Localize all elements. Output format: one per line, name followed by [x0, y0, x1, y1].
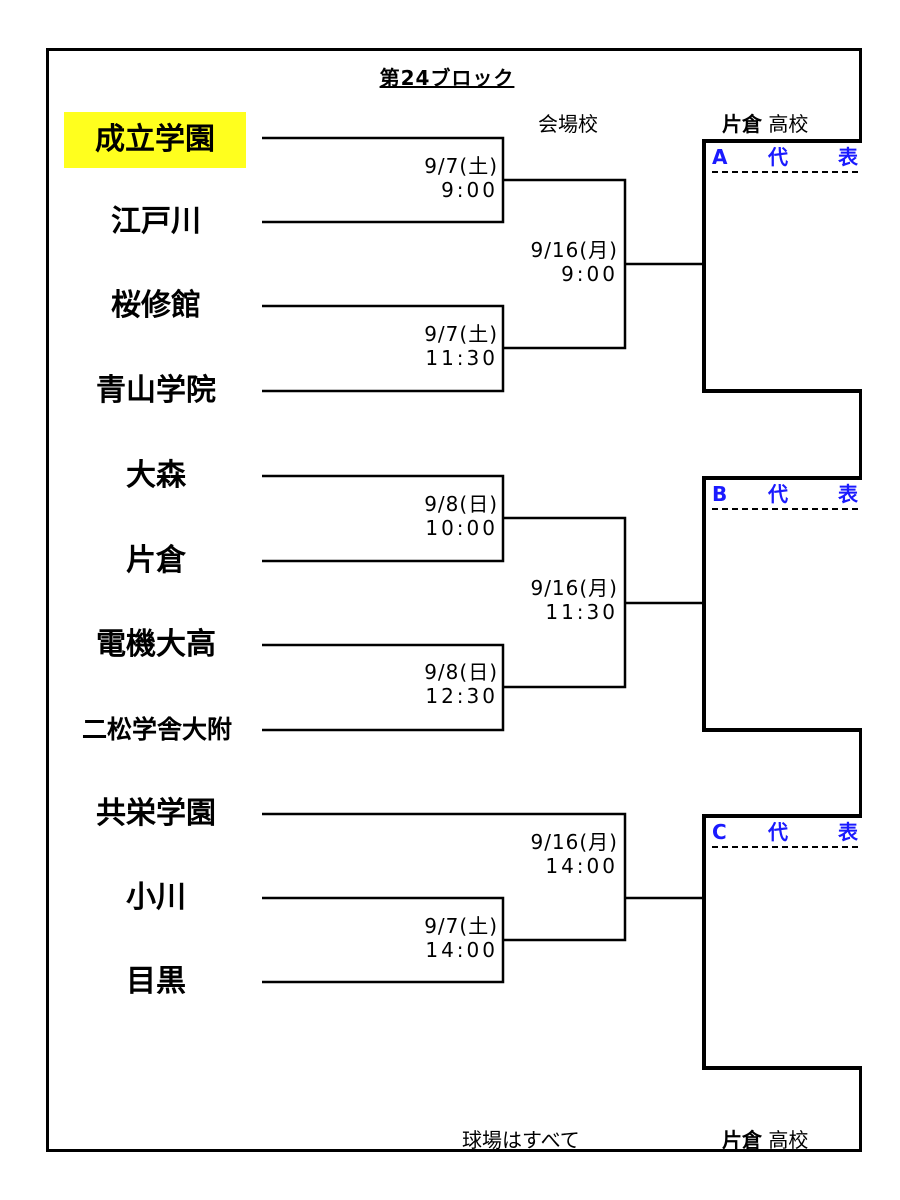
representative-letter: A	[712, 145, 728, 169]
match-date: 9/7(土)	[424, 154, 498, 178]
team-name: 青山学院	[96, 373, 216, 408]
team-name: 江戸川	[111, 204, 201, 239]
match-label: 9/8(日) 12:30	[398, 660, 498, 708]
team-name: 共栄学園	[96, 796, 216, 831]
representative-word: 表	[838, 820, 858, 844]
team-name: 大森	[126, 458, 186, 493]
footer-school-name: 片倉	[722, 1128, 762, 1152]
match-date: 9/16(月)	[530, 830, 618, 854]
match-time: 14:00	[425, 938, 498, 962]
venue-school-name: 片倉	[722, 112, 762, 136]
representative-letter: B	[712, 482, 728, 506]
match-label: 9/7(土) 14:00	[398, 914, 498, 962]
match-time: 12:30	[425, 684, 498, 708]
footer-school-suffix: 高校	[768, 1128, 809, 1152]
match-date: 9/7(土)	[424, 914, 498, 938]
representative-box-a: A 代 表	[702, 139, 862, 393]
team-name: 片倉	[126, 543, 186, 578]
match-label: 9/7(土) 11:30	[398, 322, 498, 370]
match-date: 9/16(月)	[530, 238, 618, 262]
match-time: 9:00	[441, 178, 498, 202]
team-name: 目黒	[126, 964, 186, 999]
representative-word: 代	[768, 820, 788, 844]
representative-word: 代	[768, 145, 788, 169]
representative-header: A 代 表	[712, 143, 858, 173]
representative-box-c: C 代 表	[702, 814, 862, 1070]
team-name: 桜修館	[111, 288, 201, 323]
team-name: 電機大高	[96, 627, 216, 662]
representative-header: B 代 表	[712, 480, 858, 510]
representative-word: 表	[838, 145, 858, 169]
match-label: 9/16(月) 9:00	[518, 238, 618, 286]
bracket-line-8	[262, 812, 627, 942]
match-time: 14:00	[545, 854, 618, 878]
venue-school-suffix: 高校	[768, 112, 809, 136]
match-date: 9/8(日)	[424, 660, 498, 684]
match-label: 9/16(月) 11:30	[518, 576, 618, 624]
block-title: 第24ブロック	[379, 66, 515, 90]
match-date: 9/8(日)	[424, 492, 498, 516]
representative-box-b: B 代 表	[702, 476, 862, 732]
match-label: 9/8(日) 10:00	[398, 492, 498, 540]
match-label: 9/16(月) 14:00	[518, 830, 618, 878]
representative-word: 代	[768, 482, 788, 506]
match-time: 10:00	[425, 516, 498, 540]
team-name: 小川	[126, 880, 186, 915]
venue-label: 会場校	[538, 112, 598, 136]
team-name: 二松学舎大附	[81, 715, 232, 744]
footer-school: 片倉 高校	[722, 1124, 808, 1153]
match-date: 9/16(月)	[530, 576, 618, 600]
team-name: 成立学園	[64, 112, 246, 168]
match-time: 11:30	[545, 600, 618, 624]
venue-school: 片倉 高校	[722, 108, 808, 137]
match-time: 11:30	[425, 346, 498, 370]
representative-header: C 代 表	[712, 818, 858, 848]
representative-word: 表	[838, 482, 858, 506]
match-date: 9/7(土)	[424, 322, 498, 346]
footer-label: 球場はすべて	[462, 1128, 580, 1152]
match-time: 9:00	[561, 262, 618, 286]
representative-letter: C	[712, 820, 727, 844]
match-label: 9/7(土) 9:00	[398, 154, 498, 202]
